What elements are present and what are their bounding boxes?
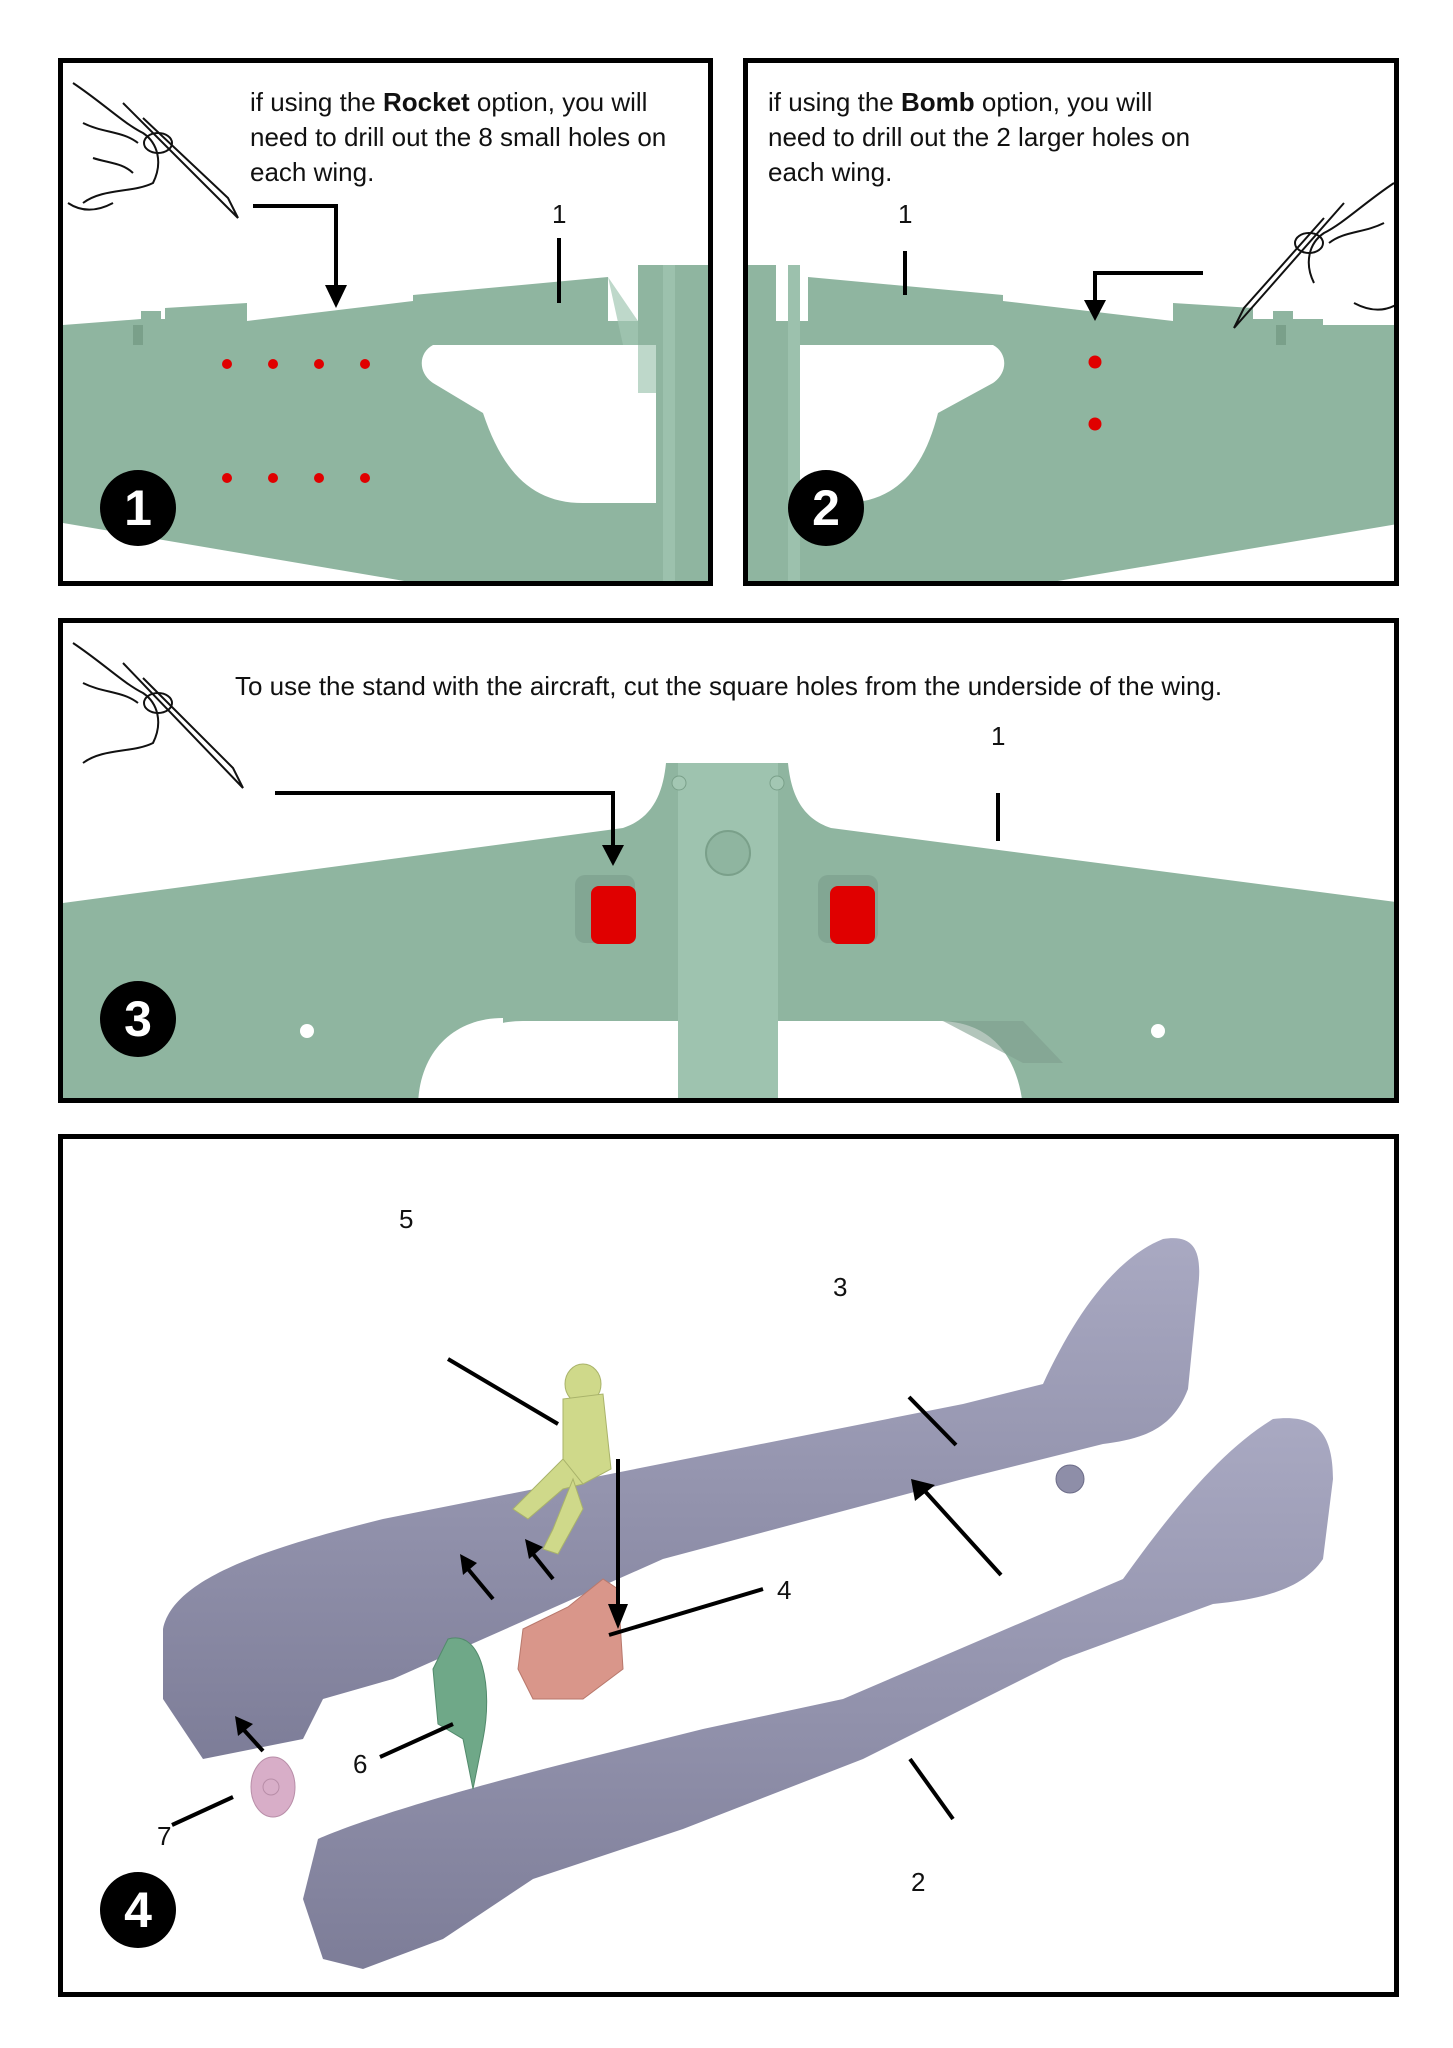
- step-1-panel: if using the Rocket option, you will nee…: [58, 58, 713, 586]
- wheel-well-cutout: [421, 345, 656, 503]
- rocket-hole: [222, 359, 232, 369]
- step-2-instruction: if using the Bomb option, you will need …: [768, 87, 1191, 187]
- rocket-hole: [314, 359, 324, 369]
- rocket-hole: [222, 473, 232, 483]
- fuselage-spine: [678, 763, 778, 1098]
- hand-with-hobby-knife-icon: [72, 642, 244, 789]
- stand-hole-left: [591, 886, 636, 944]
- hand-with-hobby-knife-icon: [67, 82, 239, 219]
- step-4-panel: 5 3 4 6 7 2 4: [58, 1134, 1399, 1997]
- part-number-label: 1: [898, 199, 913, 229]
- rocket-hole: [314, 473, 324, 483]
- step-number-badge: 1: [100, 470, 176, 546]
- tailwheel-part-7: [250, 1756, 296, 1818]
- leader-lines: [171, 1357, 1003, 1827]
- locator-hole: [1151, 1024, 1165, 1038]
- rocket-hole: [360, 473, 370, 483]
- step-3-illustration: [63, 642, 1394, 1098]
- stand-hole-right: [830, 886, 875, 944]
- part-number-label: 3: [833, 1272, 848, 1302]
- step-number-badge: 4: [100, 1872, 176, 1948]
- fuselage-half-part-3: [163, 1238, 1200, 1759]
- drill-arrow: [1084, 271, 1203, 321]
- step-3-panel: To use the stand with the aircraft, cut …: [58, 618, 1399, 1103]
- step-2-illustration: [748, 182, 1394, 581]
- wing-part-1: [63, 265, 708, 581]
- bulkhead-part-6: [432, 1637, 488, 1790]
- part-number-label: 1: [552, 199, 567, 229]
- drill-arrow: [253, 204, 347, 308]
- step-2-panel: if using the Bomb option, you will need …: [743, 58, 1399, 586]
- step-1-instruction: if using the Rocket option, you will nee…: [250, 87, 667, 187]
- step-1-illustration: [63, 82, 708, 581]
- locator-hole: [300, 1024, 314, 1038]
- bomb-hole: [1088, 417, 1102, 431]
- stand-holes: [591, 886, 875, 944]
- bomb-holes: [1088, 355, 1102, 431]
- bomb-hole: [1088, 355, 1102, 369]
- hand-with-hobby-knife-icon: [1233, 182, 1394, 329]
- step-3-instruction: To use the stand with the aircraft, cut …: [235, 671, 1223, 701]
- rocket-holes: [222, 359, 370, 483]
- part-number-label: 7: [157, 1821, 172, 1851]
- step-number-badge: 2: [788, 470, 864, 546]
- wheel-well-cutout-right: [778, 1021, 1022, 1098]
- step-number-badge: 3: [100, 981, 176, 1057]
- pilot-figure-part-5: [512, 1363, 612, 1555]
- seat-part-4: [517, 1578, 624, 1700]
- cut-arrow: [275, 791, 624, 866]
- wheel-well-cutout: [788, 345, 1005, 503]
- fuselage-half-part-2: [303, 1418, 1333, 1969]
- part-number-label: 5: [399, 1204, 414, 1234]
- part-number-label: 1: [991, 721, 1006, 751]
- rocket-hole: [268, 473, 278, 483]
- rocket-hole: [360, 359, 370, 369]
- part-number-label: 2: [911, 1867, 926, 1897]
- step-4-illustration: [163, 1238, 1333, 1969]
- part-number-label: 4: [777, 1575, 792, 1605]
- part-number-label: 6: [353, 1749, 368, 1779]
- assembly-arrowheads: [235, 1479, 935, 1736]
- rocket-hole: [268, 359, 278, 369]
- wing-part-1: [748, 265, 1394, 581]
- wheel-well-cutout-left: [439, 1021, 678, 1098]
